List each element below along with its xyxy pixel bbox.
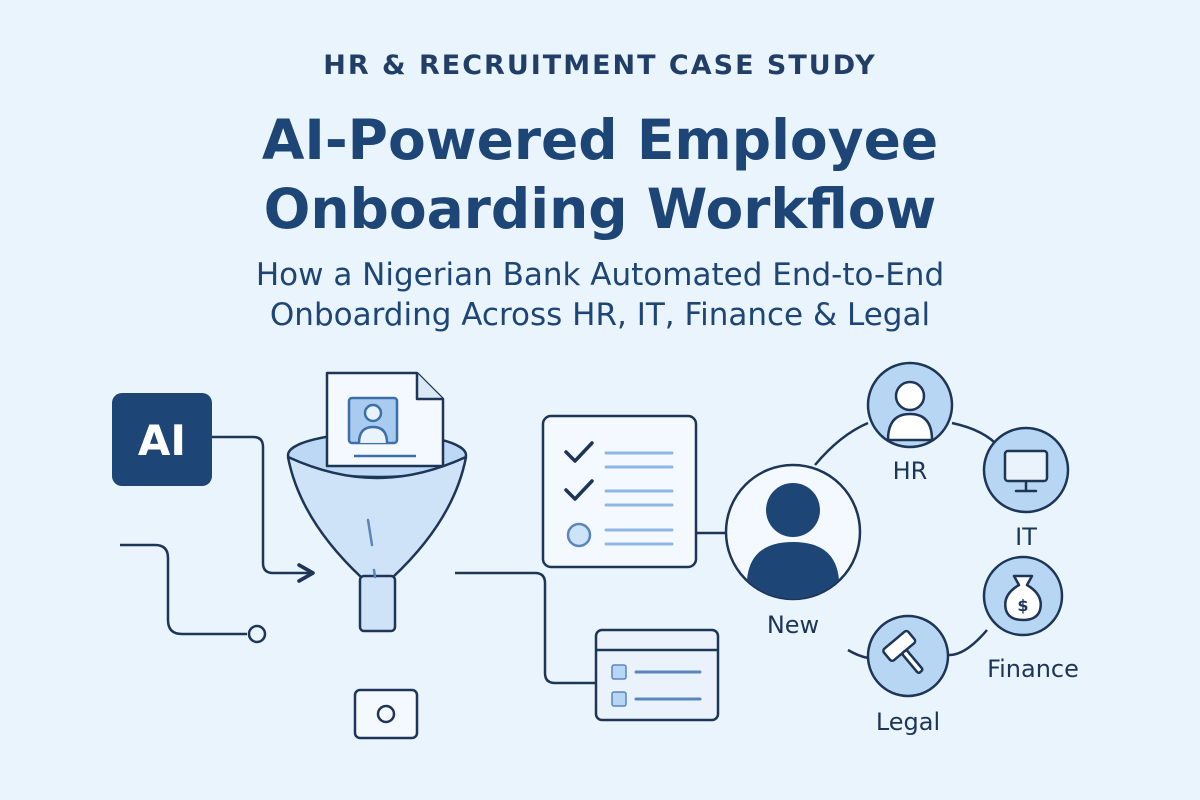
finance-node: $ xyxy=(982,555,1064,637)
money-symbol: $ xyxy=(1017,596,1028,615)
id-badge-icon xyxy=(353,688,419,740)
gavel-icon xyxy=(882,629,924,674)
ai-badge: AI xyxy=(112,393,212,486)
finance-label: Finance xyxy=(987,655,1079,683)
hr-node xyxy=(866,361,954,449)
money-bag-icon: $ xyxy=(1004,574,1042,622)
ai-to-funnel-connector xyxy=(212,435,315,583)
person-icon xyxy=(886,380,934,442)
hr-label: HR xyxy=(893,457,928,485)
arc-finance-legal xyxy=(947,629,988,657)
subtitle-line-2: Onboarding Across HR, IT, Finance & Lega… xyxy=(269,297,931,333)
it-node xyxy=(982,426,1070,514)
check-icon xyxy=(564,441,594,463)
input-connector xyxy=(120,543,247,636)
legal-node xyxy=(866,614,950,698)
check-icon xyxy=(564,479,594,501)
new-employee-node xyxy=(724,463,862,601)
circle-icon xyxy=(566,522,592,548)
subtitle-line-1: How a Nigerian Bank Automated End-to-End xyxy=(255,257,945,293)
checklist-card xyxy=(541,414,698,569)
legal-label: Legal xyxy=(876,708,940,736)
eyebrow-label: HR & RECRUITMENT CASE STUDY xyxy=(323,50,877,81)
connector-endpoint xyxy=(247,624,267,644)
form-window-icon xyxy=(594,628,720,722)
subtitle: How a Nigerian Bank Automated End-to-End… xyxy=(0,255,1200,335)
funnel-to-form-connector xyxy=(455,571,596,685)
resume-document-icon xyxy=(325,371,445,468)
funnel-icon xyxy=(286,371,468,633)
title-line-2: Onboarding Workflow xyxy=(263,177,937,241)
page-title: AI-Powered Employee Onboarding Workflow xyxy=(0,106,1200,244)
arc-legal-stub xyxy=(847,648,869,660)
it-label: IT xyxy=(1015,523,1037,551)
employee-avatar-icon xyxy=(766,483,820,537)
arc-employee-hr xyxy=(814,421,869,466)
new-employee-label: New xyxy=(767,611,819,639)
title-line-1: AI-Powered Employee xyxy=(261,108,939,172)
monitor-icon xyxy=(1003,449,1049,493)
ai-badge-label: AI xyxy=(138,416,186,465)
